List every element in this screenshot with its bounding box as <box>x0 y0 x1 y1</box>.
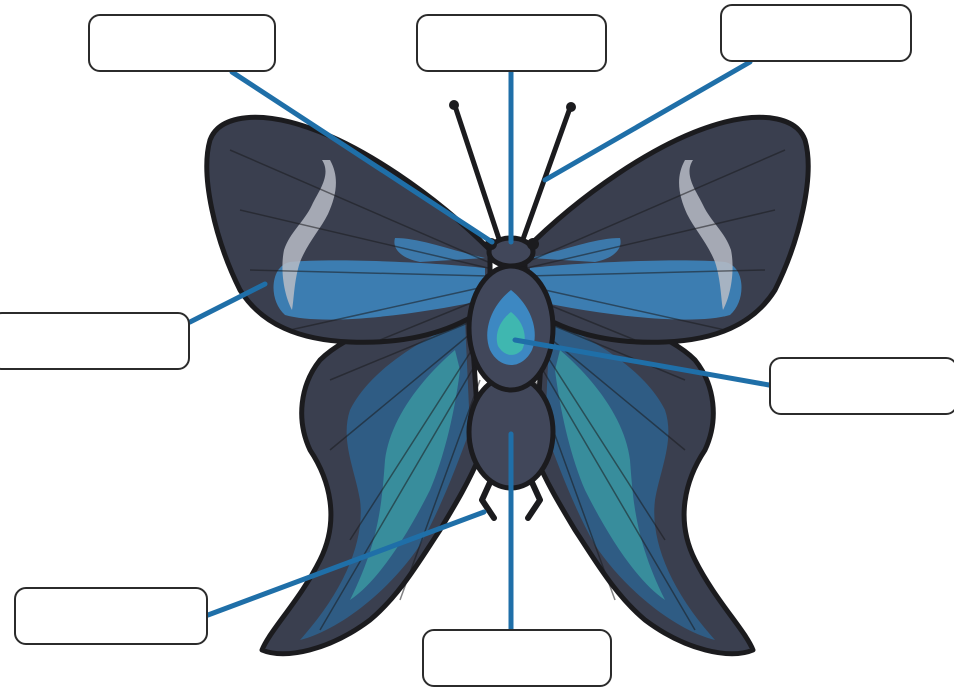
hindwing-right <box>535 300 753 654</box>
forewing-right <box>525 117 808 342</box>
label-box-top-left[interactable] <box>88 14 276 72</box>
label-box-bottom-left[interactable] <box>14 587 208 645</box>
label-box-left[interactable] <box>0 312 190 370</box>
label-box-bottom-center[interactable] <box>422 629 612 687</box>
label-box-top-right[interactable] <box>720 4 912 62</box>
label-box-top-center[interactable] <box>416 14 607 72</box>
hindwing-left <box>262 300 480 654</box>
label-box-right[interactable] <box>769 357 954 415</box>
